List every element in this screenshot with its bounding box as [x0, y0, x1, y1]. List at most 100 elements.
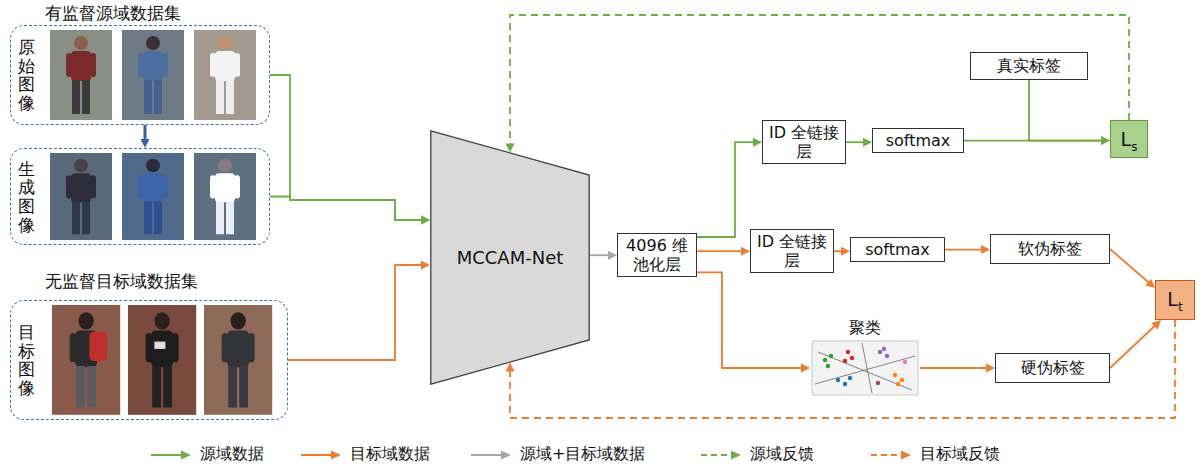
node-text: s	[1131, 140, 1137, 154]
connector-line	[846, 141, 864, 143]
connector	[506, 320, 1176, 418]
legend-text: 目标域反馈	[920, 444, 1000, 465]
softmax-box: softmax	[850, 237, 945, 262]
label-box: 真实标签	[970, 52, 1088, 80]
connector-line	[270, 75, 422, 220]
connector	[270, 75, 430, 225]
cluster-box: 聚类	[810, 318, 920, 395]
trapezoid-outline	[431, 131, 589, 384]
person-photo	[122, 30, 184, 120]
legend-arrowhead	[901, 450, 911, 459]
node-text: 硬伪标签	[1021, 358, 1085, 377]
network-block: MCCAM-Net	[430, 130, 590, 385]
arrowhead	[421, 261, 430, 270]
connector-line	[1110, 249, 1149, 283]
node-text: MCCAM-Net	[457, 247, 564, 268]
connector	[1110, 320, 1161, 368]
person-photo	[52, 305, 120, 415]
legend-sample	[150, 449, 192, 461]
legend-arrowhead	[181, 450, 191, 459]
arrowhead	[421, 216, 430, 225]
legend-text: 源域+目标域数据	[520, 444, 645, 465]
legend-sample	[470, 449, 512, 461]
loss-box: Ls	[1110, 120, 1148, 158]
legend-arrowhead	[731, 450, 741, 459]
connector-line	[1110, 326, 1155, 369]
connector	[697, 138, 762, 237]
arrowhead	[801, 364, 810, 373]
legend-line	[701, 454, 732, 456]
node-text: ID 全链接层	[767, 123, 841, 161]
vertical-label: 原始图像	[18, 38, 35, 113]
node-text: softmax	[886, 131, 951, 150]
person-photo	[50, 153, 112, 240]
connector	[697, 272, 810, 372]
label-box: 硬伪标签	[995, 353, 1110, 383]
fc-box: ID 全链接层	[762, 120, 846, 164]
cluster-picture	[812, 341, 918, 395]
connector-line	[697, 142, 754, 237]
node-text: 聚类	[810, 318, 920, 337]
label-box: 软伪标签	[990, 234, 1110, 264]
arrowhead	[1151, 320, 1161, 329]
connector-line	[697, 250, 742, 252]
arrowhead	[1145, 279, 1155, 288]
legend-item: 源域反馈	[700, 444, 814, 465]
arrowhead	[753, 138, 762, 147]
person-photo	[194, 30, 256, 120]
person-photo	[204, 305, 272, 415]
connector-line	[1029, 80, 1102, 141]
loss-box: Lt	[1155, 280, 1195, 320]
group-heading: 无监督目标域数据集	[45, 270, 198, 293]
node-text: L	[1167, 288, 1178, 310]
legend-arrowhead	[331, 450, 341, 459]
arrowhead	[841, 247, 850, 256]
person-photo	[194, 153, 256, 240]
legend-line	[471, 454, 502, 456]
vertical-label: 目标图像	[18, 323, 35, 398]
connector-line	[288, 265, 422, 360]
person-photo	[50, 30, 112, 120]
legend-text: 源域数据	[200, 444, 264, 465]
image-group: 原始图像	[10, 25, 270, 125]
connector-line	[920, 367, 987, 369]
connector	[945, 245, 990, 254]
connector-line	[834, 250, 842, 252]
legend-item: 目标域数据	[300, 444, 430, 465]
arrowhead	[421, 216, 430, 225]
arrowhead	[981, 245, 990, 254]
connector	[846, 138, 872, 147]
arrowhead	[506, 144, 515, 153]
arrowhead	[741, 247, 750, 256]
group-heading: 有监督源域数据集	[45, 2, 181, 25]
fc-box: ID 全链接层	[750, 229, 834, 273]
legend-sample	[300, 449, 342, 461]
arrowhead	[863, 138, 872, 147]
connector-line	[144, 125, 147, 140]
legend-text: 目标域数据	[350, 444, 430, 465]
node-text: softmax	[865, 240, 930, 259]
connector	[270, 197, 430, 225]
person-photo	[122, 153, 184, 240]
connector	[834, 247, 850, 256]
legend-item: 源域数据	[150, 444, 264, 465]
legend-sample	[700, 449, 742, 461]
arrowhead	[1101, 136, 1110, 145]
node-text: t	[1178, 300, 1183, 314]
connector	[288, 261, 430, 361]
arrowhead	[506, 363, 515, 372]
node-text: 软伪标签	[1018, 239, 1082, 258]
image-group: 生成图像	[10, 148, 270, 245]
connector	[1110, 249, 1155, 288]
person-photo	[128, 305, 196, 415]
arrowhead	[608, 251, 617, 260]
connector-line	[697, 272, 802, 368]
legend-item: 目标域反馈	[870, 444, 1000, 465]
connector	[141, 125, 150, 148]
legend-text: 源域反馈	[750, 444, 814, 465]
arrowhead	[1101, 136, 1110, 145]
connector	[697, 247, 750, 256]
pooling-box: 4096 维 池化层	[617, 233, 697, 277]
image-group: 目标图像	[10, 300, 288, 420]
legend-item: 源域+目标域数据	[470, 444, 645, 465]
